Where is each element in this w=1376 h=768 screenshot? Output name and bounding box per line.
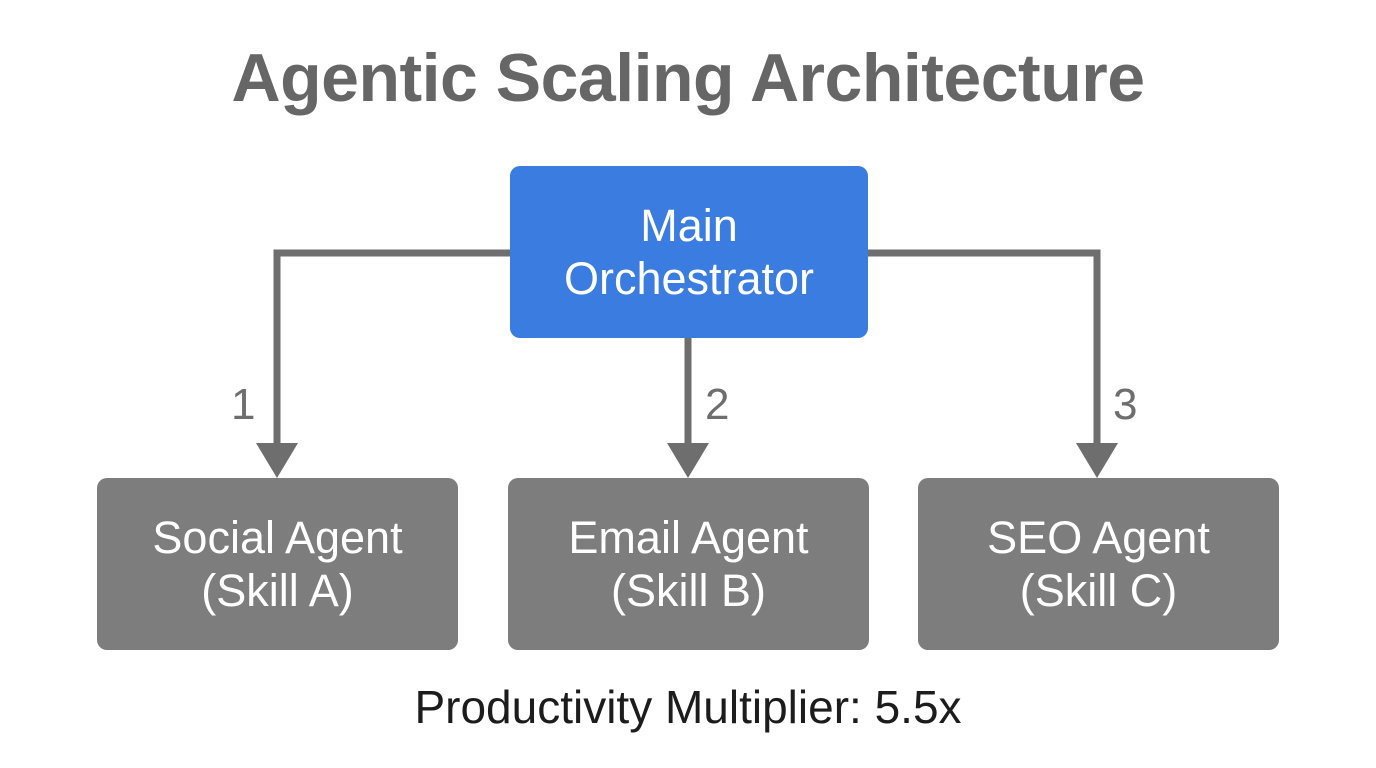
node-label-line2: (Skill A) <box>201 565 354 616</box>
node-label-line1: Main <box>640 199 738 251</box>
node-email-agent[interactable]: Email Agent (Skill B) <box>508 478 869 650</box>
node-label-line1: Email Agent <box>568 511 809 563</box>
arrowhead-seo <box>1076 443 1118 478</box>
arrowhead-social <box>256 443 298 478</box>
arrowhead-email <box>667 443 709 478</box>
page-title: Agentic Scaling Architecture <box>231 40 1145 116</box>
node-seo-agent[interactable]: SEO Agent (Skill C) <box>918 478 1279 650</box>
connector-to-social <box>273 249 510 455</box>
node-label-line2: (Skill B) <box>611 565 766 616</box>
node-label-line1: SEO Agent <box>987 511 1210 563</box>
edge-label-email: 2 <box>705 380 730 429</box>
node-label-line2: Orchestrator <box>563 253 815 304</box>
node-label-line1: Social Agent <box>152 511 403 563</box>
edge-label-social: 1 <box>231 380 256 429</box>
productivity-multiplier-caption: Productivity Multiplier: 5.5x <box>414 681 962 733</box>
node-social-agent[interactable]: Social Agent (Skill A) <box>97 478 458 650</box>
edge-label-seo: 3 <box>1113 380 1138 429</box>
node-main-orchestrator[interactable]: Main Orchestrator <box>510 166 868 338</box>
connector-to-seo <box>868 249 1101 455</box>
node-label-line2: (Skill C) <box>1019 565 1178 616</box>
